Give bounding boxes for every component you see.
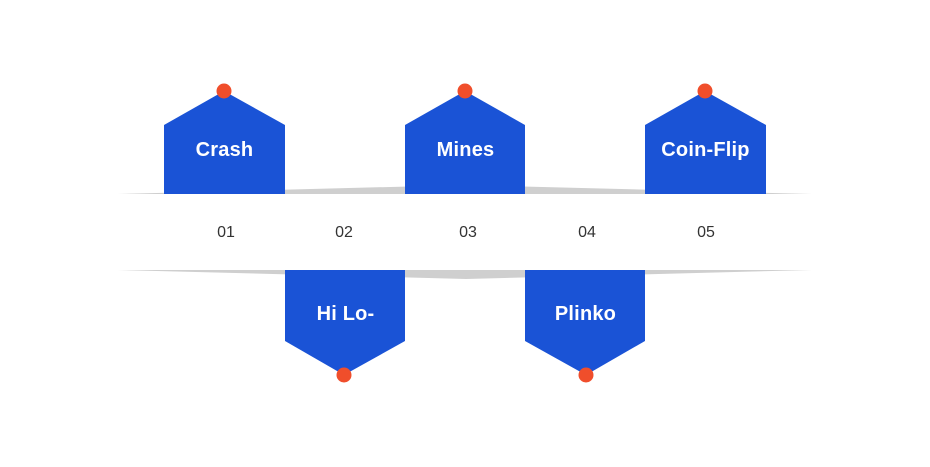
step-number-02: 02	[335, 224, 353, 241]
label-mines: Mines	[436, 139, 495, 161]
dot-mines	[457, 83, 473, 99]
block-mines	[405, 91, 525, 194]
block-crash	[164, 91, 285, 194]
dot-plinko	[578, 367, 594, 383]
label-crash: Crash	[195, 139, 254, 161]
label-coin-flip: Coin-Flip	[661, 139, 750, 161]
dot-coin-flip	[697, 83, 713, 99]
label-plinko: Plinko	[554, 303, 617, 325]
step-number-05: 05	[697, 224, 715, 241]
block-coin-flip	[645, 91, 766, 194]
lower-band-shadow	[118, 270, 812, 279]
block-hi-lo	[285, 270, 405, 375]
dot-hi-lo	[336, 367, 352, 383]
label-hi-lo: Hi Lo-	[316, 303, 375, 325]
block-plinko	[525, 270, 645, 375]
dot-crash	[216, 83, 232, 99]
step-number-01: 01	[217, 224, 235, 241]
step-number-03: 03	[459, 224, 477, 241]
step-number-04: 04	[578, 224, 596, 241]
